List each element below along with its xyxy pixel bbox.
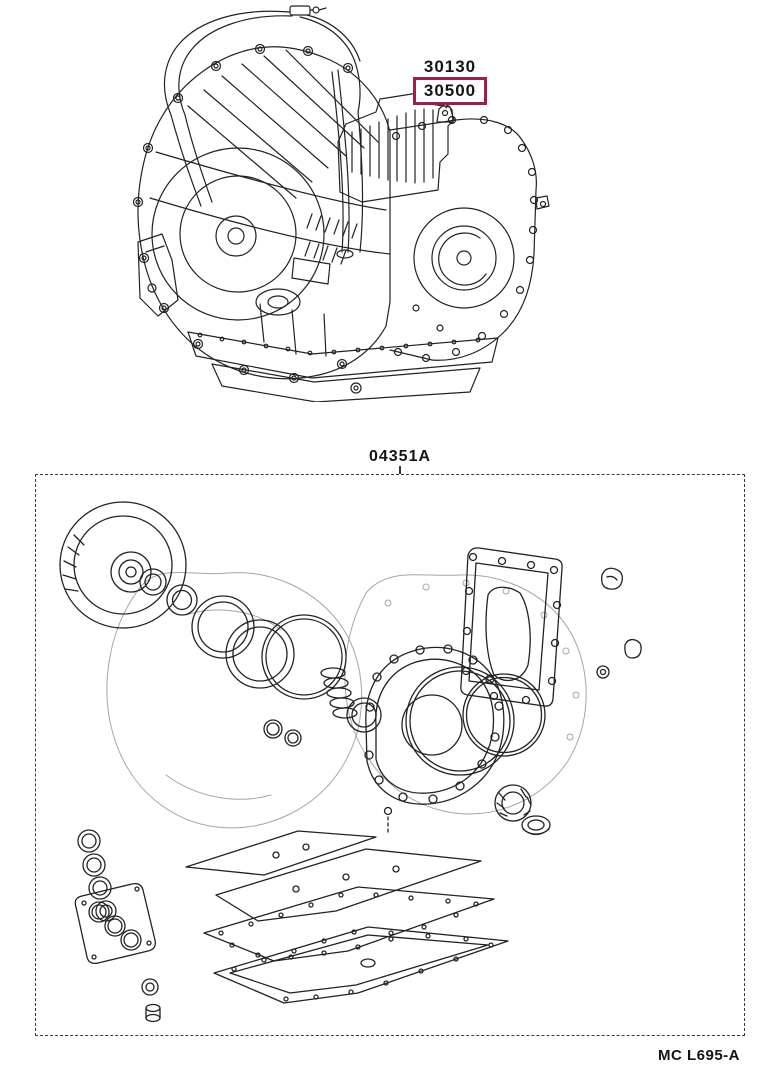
small-plug-parts [141, 978, 161, 1023]
valve-body-plates [185, 806, 482, 922]
pan-gasket [203, 886, 495, 962]
rear-case [389, 115, 550, 363]
bell-housing [137, 46, 391, 380]
torque-converter-disc [59, 501, 187, 629]
spring [320, 667, 358, 719]
side-cover-gasket [460, 547, 563, 707]
gasket-kit-illustration [59, 501, 642, 1023]
bolt-bosses [132, 43, 354, 384]
cap-plug [521, 815, 551, 836]
cable-harness [163, 5, 364, 253]
kit-label-connector-line [399, 466, 401, 474]
oil-pan-part [213, 926, 509, 1004]
large-o-rings [405, 666, 546, 776]
highlighted-part-number-box[interactable]: 30500 [412, 77, 488, 105]
drawing-code: MC L695-A [657, 1047, 740, 1064]
kit-dashed-frame [35, 474, 745, 1036]
case-gasket [364, 644, 505, 805]
small-ring-column [77, 829, 117, 922]
small-clips [596, 567, 642, 679]
oil-pan [187, 303, 499, 402]
kit-part-number-label[interactable]: 04351A [368, 448, 432, 465]
case-silhouettes [106, 571, 587, 829]
seal-ring-set [139, 568, 382, 747]
valve-body [337, 92, 455, 203]
three-bore-gasket [74, 882, 156, 965]
part-number-label[interactable]: 30130 [423, 57, 477, 76]
part-callout-group: 30130 30500 [408, 58, 492, 105]
oil-seal [494, 784, 532, 822]
highlighted-part-number: 30500 [423, 81, 477, 100]
transaxle-assembly-illustration [132, 5, 550, 402]
